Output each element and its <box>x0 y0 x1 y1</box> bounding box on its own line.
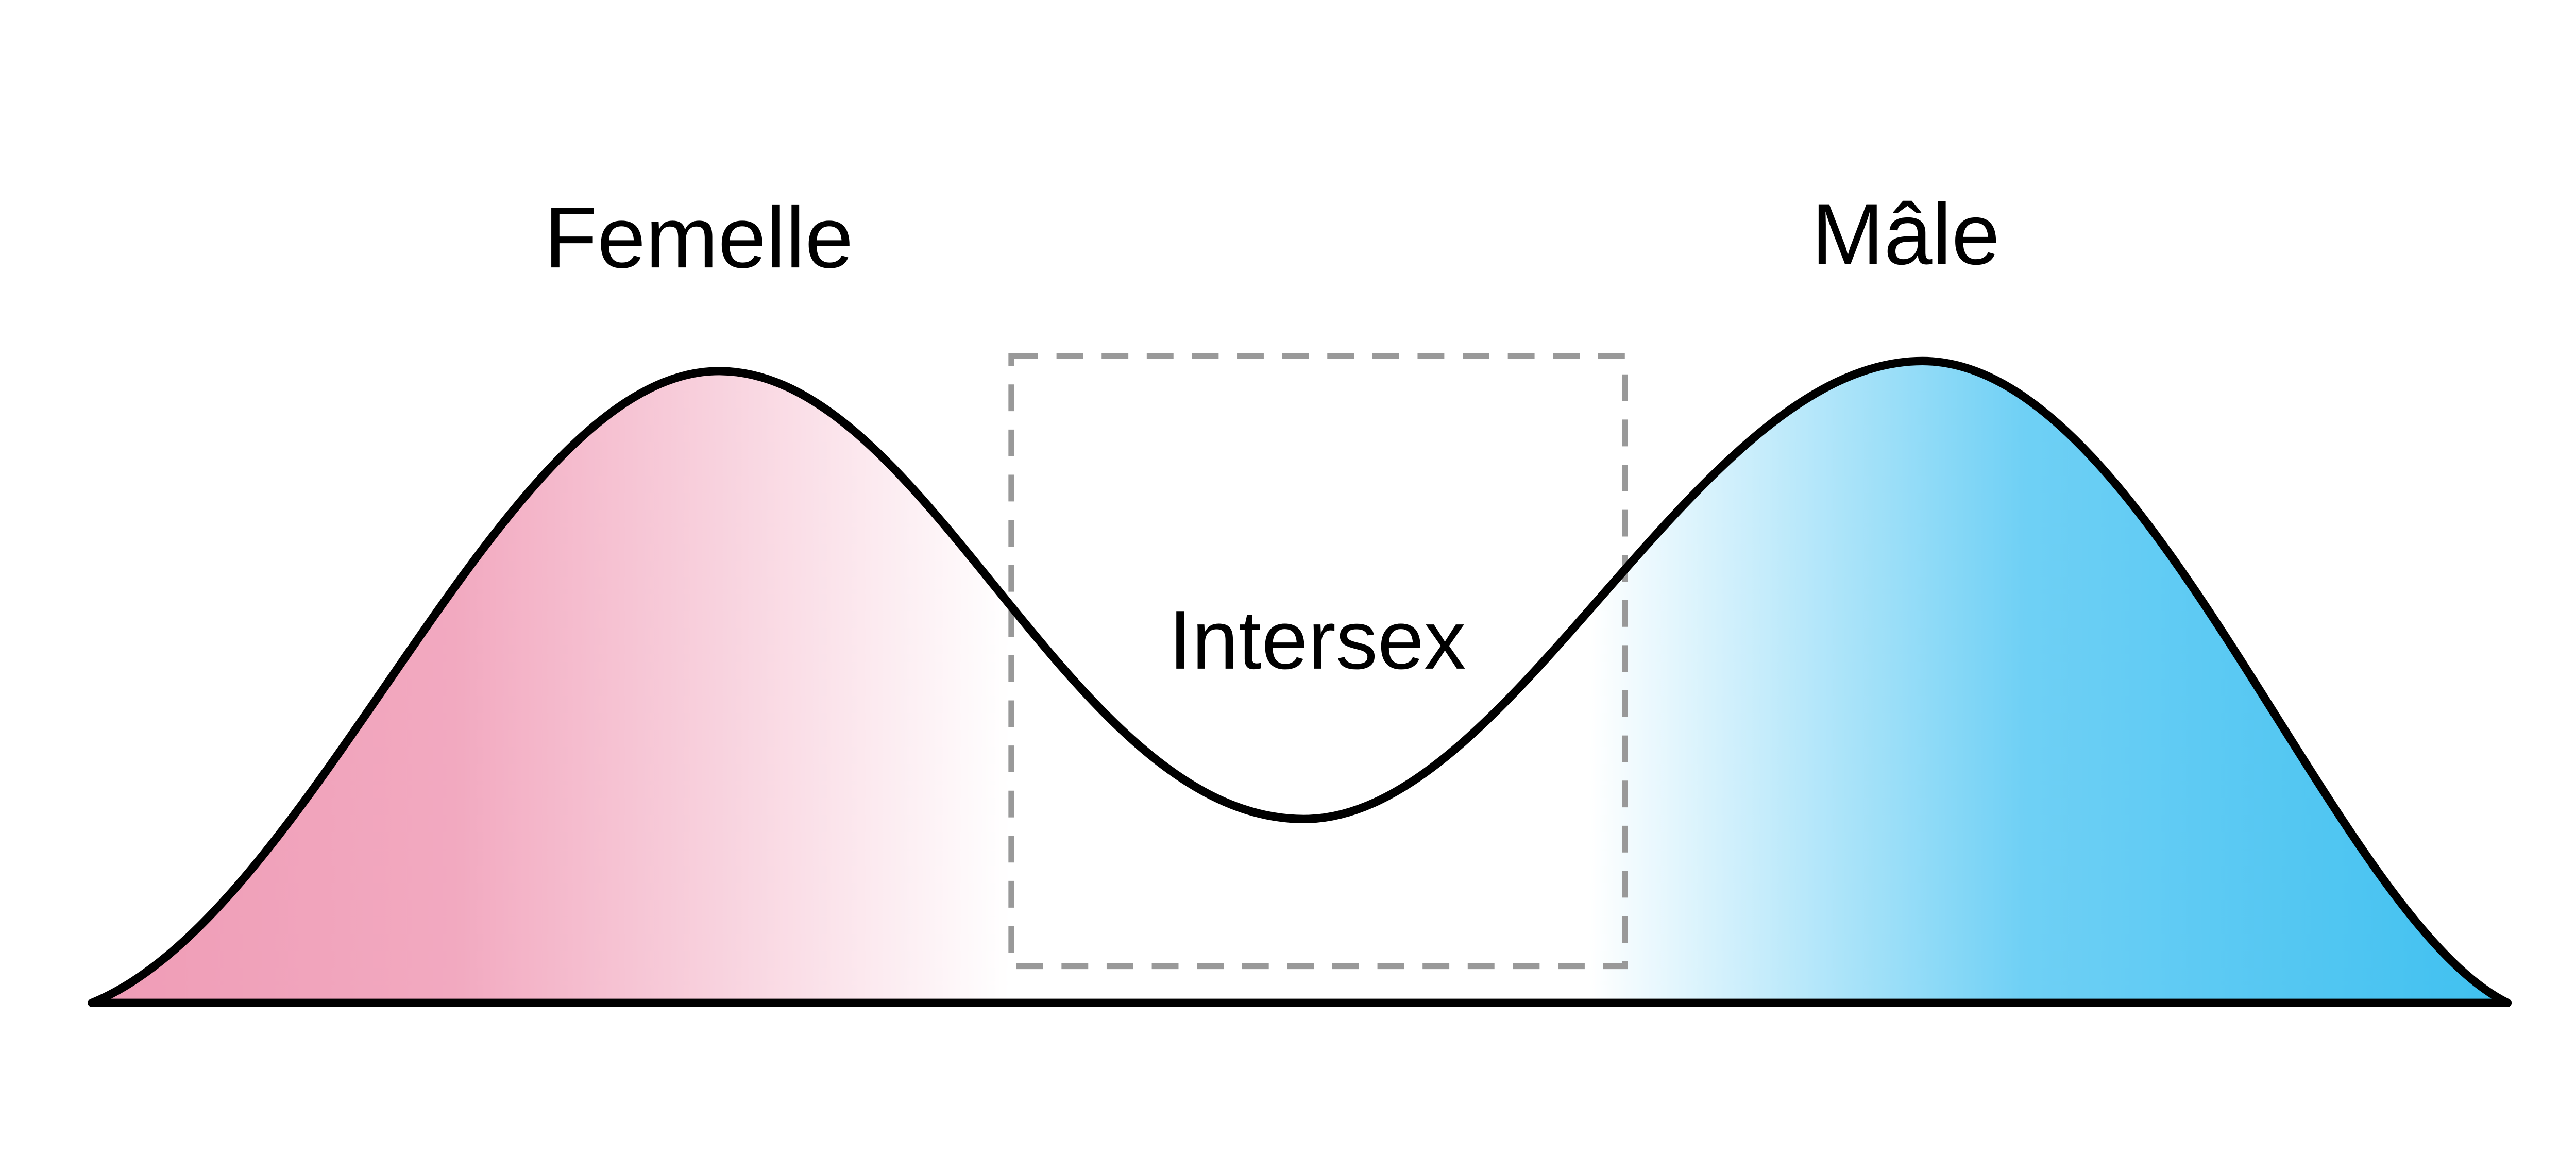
bimodal-distribution-figure: Femelle Mâle Intersex <box>88 185 2512 1007</box>
distribution-area-fill <box>92 361 2507 1003</box>
male-label: Mâle <box>1811 185 2000 283</box>
distribution-curve <box>88 356 2512 1007</box>
intersex-region-box <box>1008 353 1628 970</box>
distribution-diagram: Femelle Mâle Intersex <box>88 185 2512 1007</box>
intersex-label: Intersex <box>1168 593 1466 687</box>
female-label: Femelle <box>544 189 853 286</box>
